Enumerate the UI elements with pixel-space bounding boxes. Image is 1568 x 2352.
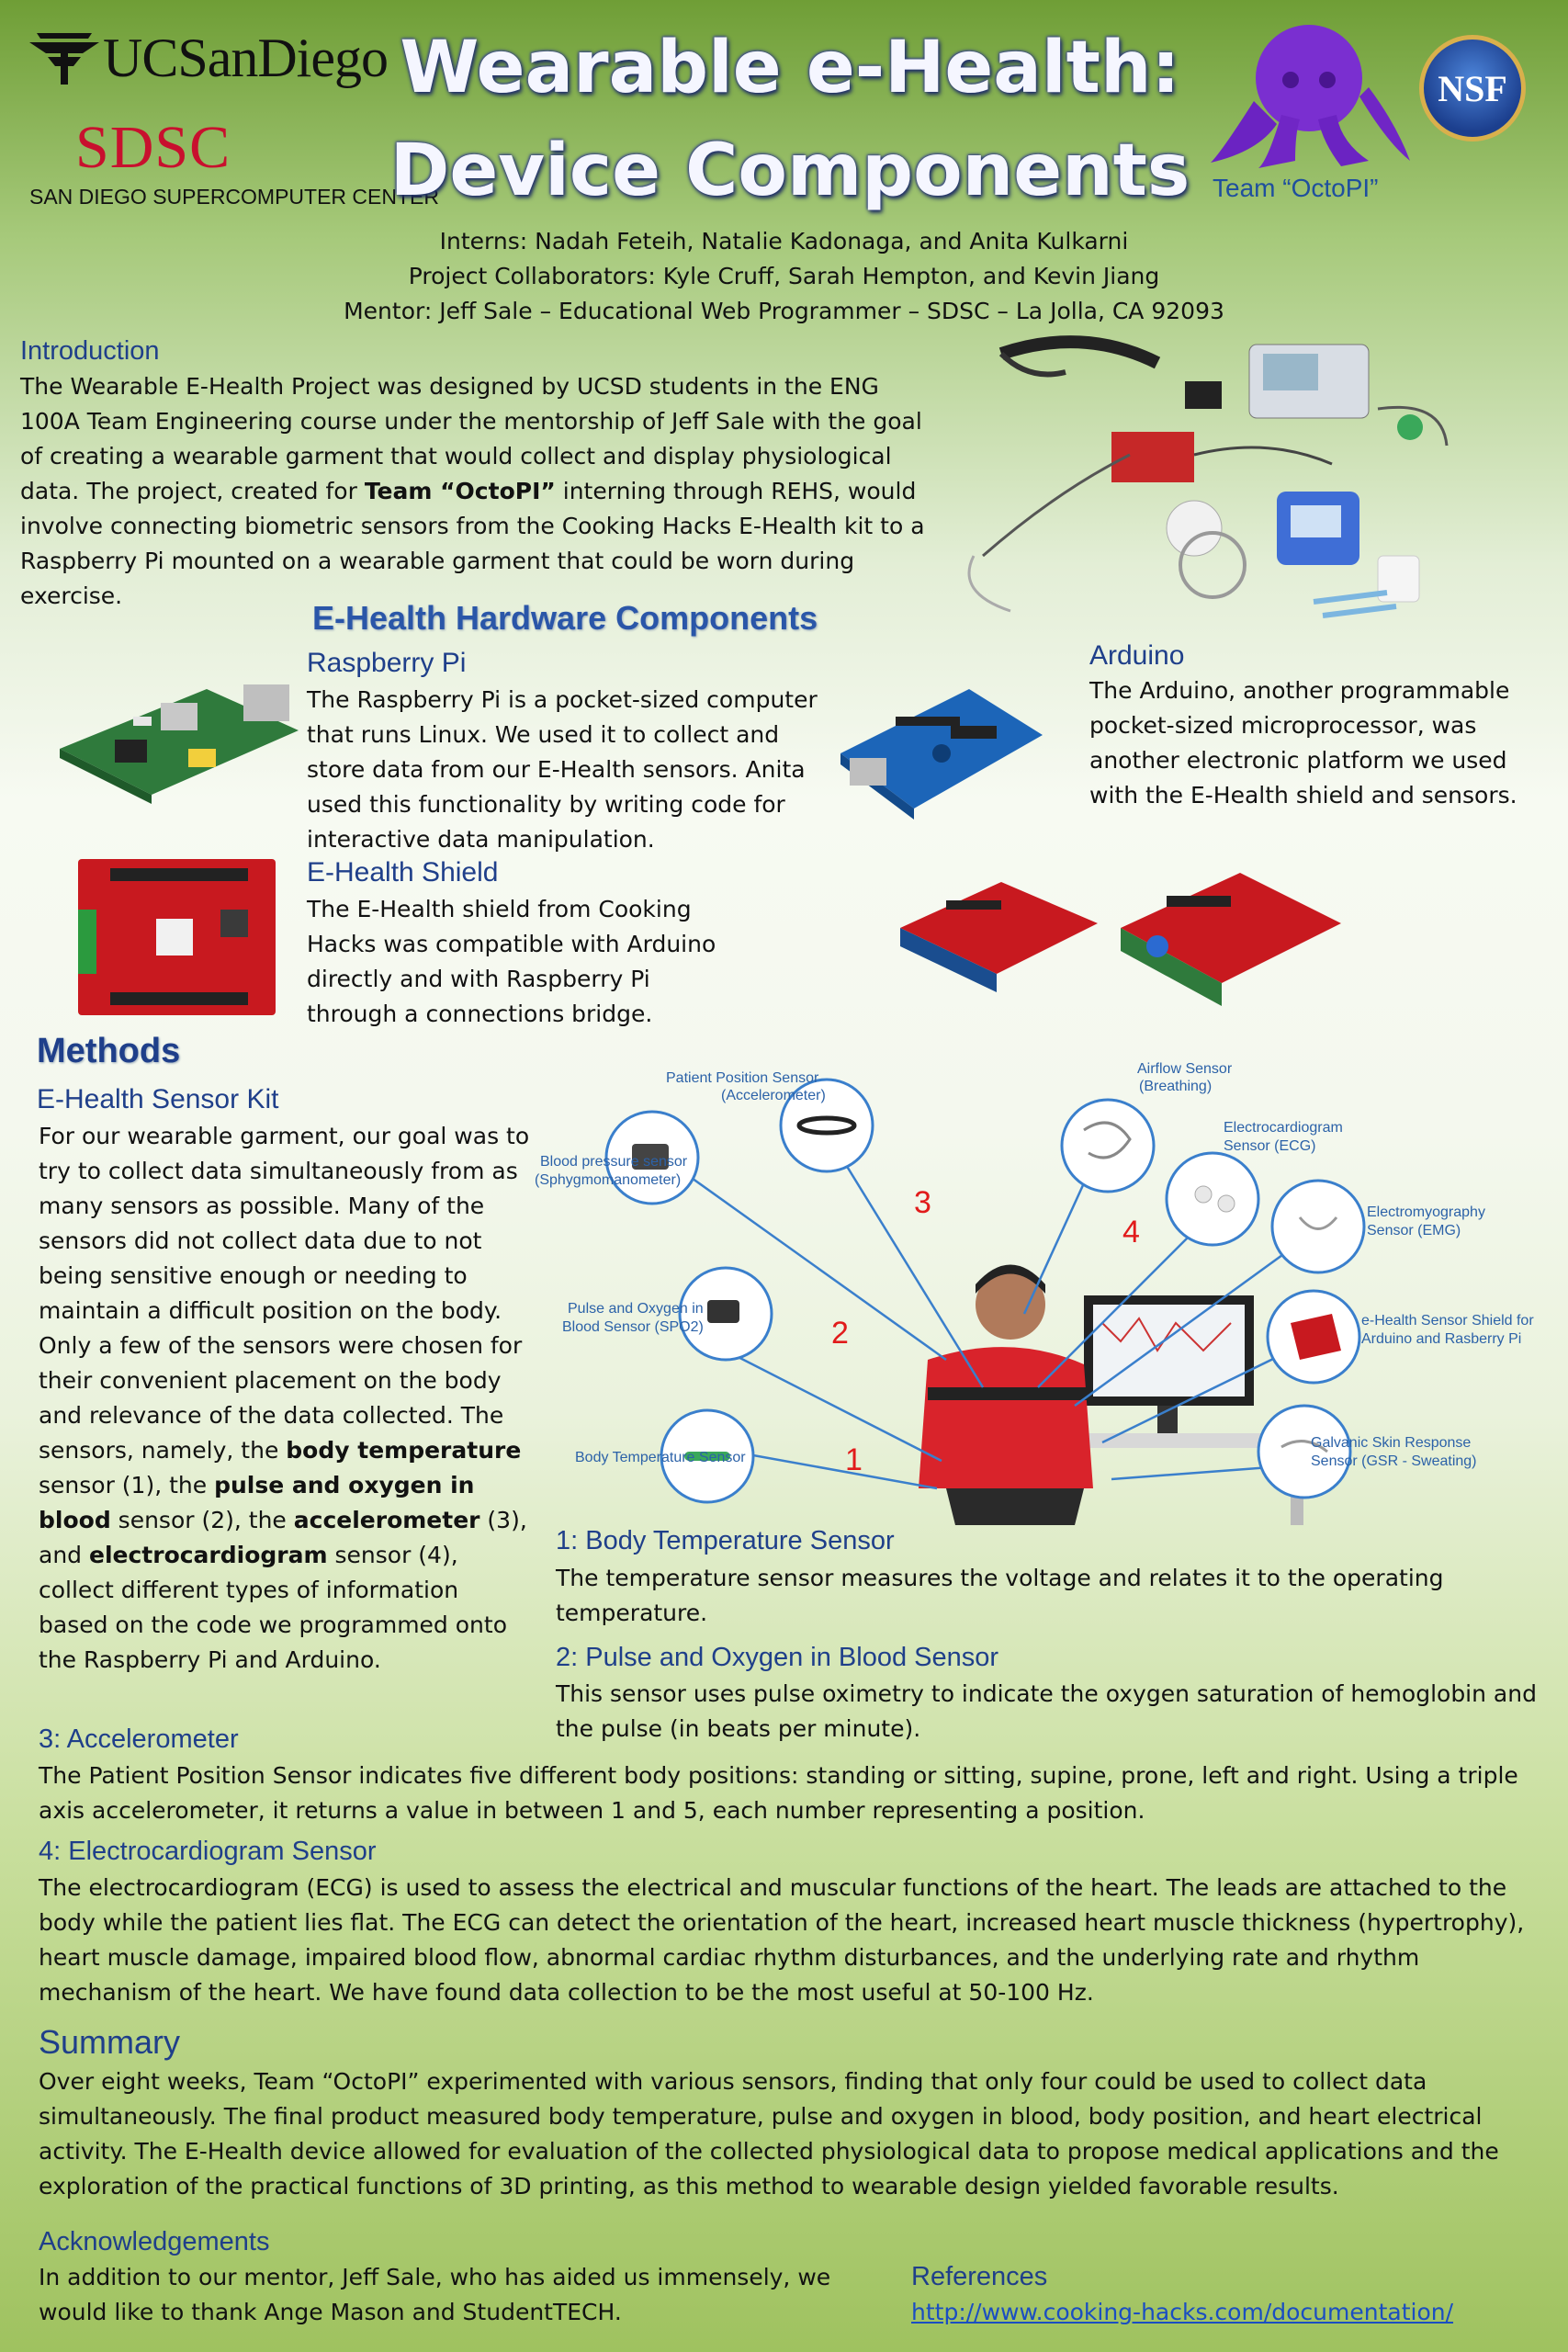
label-blood-pressure: Blood pressure sensor [540,1154,688,1170]
marker-2: 2 [831,1316,849,1351]
pulse-oxygen-bold: pulse and oxygen in blood [39,1472,475,1533]
sdsc-full-name: SAN DIEGO SUPERCOMPUTER CENTER [29,185,439,209]
marker-4: 4 [1122,1215,1140,1250]
label-sphygmomanometer: (Sphygmomanometer) [535,1172,681,1188]
interns-line: Interns: Nadah Feteih, Natalie Kadonaga,… [439,228,1129,254]
sensor-kit-text-d: sensor (2), the [110,1507,294,1533]
patient-head [976,1270,1045,1340]
pulse-oxygen-text: This sensor uses pulse oximetry to indic… [556,1680,1537,1742]
mentor-line: Mentor: Jeff Sale – Educational Web Prog… [344,298,1224,324]
references-heading: References [911,2262,1048,2291]
accelerometer-bold: accelerometer [293,1507,480,1533]
summary-heading: Summary [39,2023,181,2061]
label-ecg: Sensor (ECG) [1224,1138,1315,1154]
marker-3: 3 [914,1185,931,1220]
arduino-heading: Arduino [1089,640,1185,671]
arduino-text: The Arduino, another programmable pocket… [1089,677,1517,808]
ucsd-trident-icon [29,33,99,85]
airflow-sensor-circle [1060,1098,1156,1193]
summary-text: Over eight weeks, Team “OctoPI” experime… [39,2068,1499,2199]
sensor-kit-text-a: For our wearable garment, our goal was t… [39,1123,530,1464]
methods-heading: Methods [37,1032,181,1070]
raspberry-pi-photo [60,684,299,804]
sensor-diagram: Patient Position Sensor (Accelerometer) … [535,1061,1534,1525]
nsf-logo-text: NSF [1438,67,1507,109]
marker-1: 1 [845,1442,863,1477]
position-sensor-circle [779,1078,874,1173]
label-emg: Sensor (EMG) [1367,1223,1461,1238]
ecg-heading: 4: Electrocardiogram Sensor [39,1837,377,1866]
team-label: Team “OctoPI” [1213,174,1379,202]
accelerometer-heading: 3: Accelerometer [39,1724,239,1754]
body-temperature-text: The temperature sensor measures the volt… [556,1565,1444,1626]
sdsc-logo: SDSC [75,114,231,181]
ecg-text: The electrocardiogram (ECG) is used to a… [39,1874,1525,2006]
introduction-text-b: interning through REHS, would involve co… [20,478,925,609]
introduction-text-a: The Wearable E-Health Project was design… [20,373,922,504]
sensor-kit-text-e: (3), and [39,1507,527,1568]
sensor-kit-text-c: sensor (1), the [39,1472,215,1498]
pulse-oxygen-heading: 2: Pulse and Oxygen in Blood Sensor [556,1643,999,1672]
acknowledgements-heading: Acknowledgements [39,2227,270,2256]
introduction-heading: Introduction [20,336,160,366]
acknowledgements-text: In addition to our mentor, Jeff Sale, wh… [39,2264,831,2325]
label-sensor-shield: e-Health Sensor Shield for [1361,1313,1534,1329]
ucsd-logo: UCSanDiego [103,28,389,88]
patient-body [919,1347,1093,1488]
accelerometer-text: The Patient Position Sensor indicates fi… [39,1762,1518,1824]
label-pulse-oxygen: Pulse and Oxygen in [568,1301,704,1317]
label-gsr: Galvanic Skin Response [1311,1435,1471,1451]
shield-on-boards-photo [900,873,1341,1006]
raspberry-pi-heading: Raspberry Pi [307,648,467,678]
label-spo2: Blood Sensor (SPO2) [562,1319,704,1335]
arduino-photo [840,689,1043,820]
introduction-text: The Wearable E-Health Project was design… [20,369,930,614]
sensor-kit-text-f: sensor (4), collect different types of i… [39,1542,507,1673]
label-electromyography: Electromyography [1367,1204,1485,1220]
hardware-heading: E-Health Hardware Components [312,599,818,637]
nsf-logo: NSF [1419,35,1526,141]
reference-link[interactable]: http://www.cooking-hacks.com/documentati… [911,2299,1454,2325]
sensor-kit-heading: E-Health Sensor Kit [37,1084,279,1114]
ehealth-shield-photo [78,859,276,1015]
label-electrocardiogram: Electrocardiogram [1224,1120,1343,1136]
electrocardiogram-bold: electrocardiogram [88,1542,328,1568]
ehealth-kit-photo [967,335,1449,618]
poster-title-line-2: Device Components [389,130,1190,212]
collaborators-line: Project Collaborators: Kyle Cruff, Sarah… [408,263,1160,289]
label-accelerometer: (Accelerometer) [721,1088,826,1103]
poster-title-line-1: Wearable e-Health: [400,27,1180,109]
sensor-kit-text: For our wearable garment, our goal was t… [39,1119,535,1678]
label-airflow: Airflow Sensor [1137,1061,1233,1077]
ehealth-shield-heading: E-Health Shield [307,857,499,888]
introduction-text-bold: Team “OctoPI” [364,478,556,504]
ecg-sensor-circle [1165,1151,1260,1247]
raspberry-pi-text: The Raspberry Pi is a pocket-sized compu… [307,686,818,853]
octopi-mascot-icon [1211,25,1410,168]
label-body-temperature: Body Temperature Sensor [575,1450,746,1465]
emg-sensor-circle [1270,1179,1366,1274]
body-temperature-heading: 1: Body Temperature Sensor [556,1526,895,1555]
label-breathing: (Breathing) [1139,1079,1212,1094]
label-patient-position: Patient Position Sensor [666,1070,819,1086]
ehealth-shield-text: The E-Health shield from Cooking Hacks w… [307,896,716,1027]
label-arduino-rasberry: Arduino and Rasberry Pi [1361,1331,1521,1347]
body-temperature-bold: body temperature [286,1437,522,1464]
label-sweating: Sensor (GSR - Sweating) [1311,1453,1477,1469]
gsr-sensor-circle [1257,1404,1352,1499]
